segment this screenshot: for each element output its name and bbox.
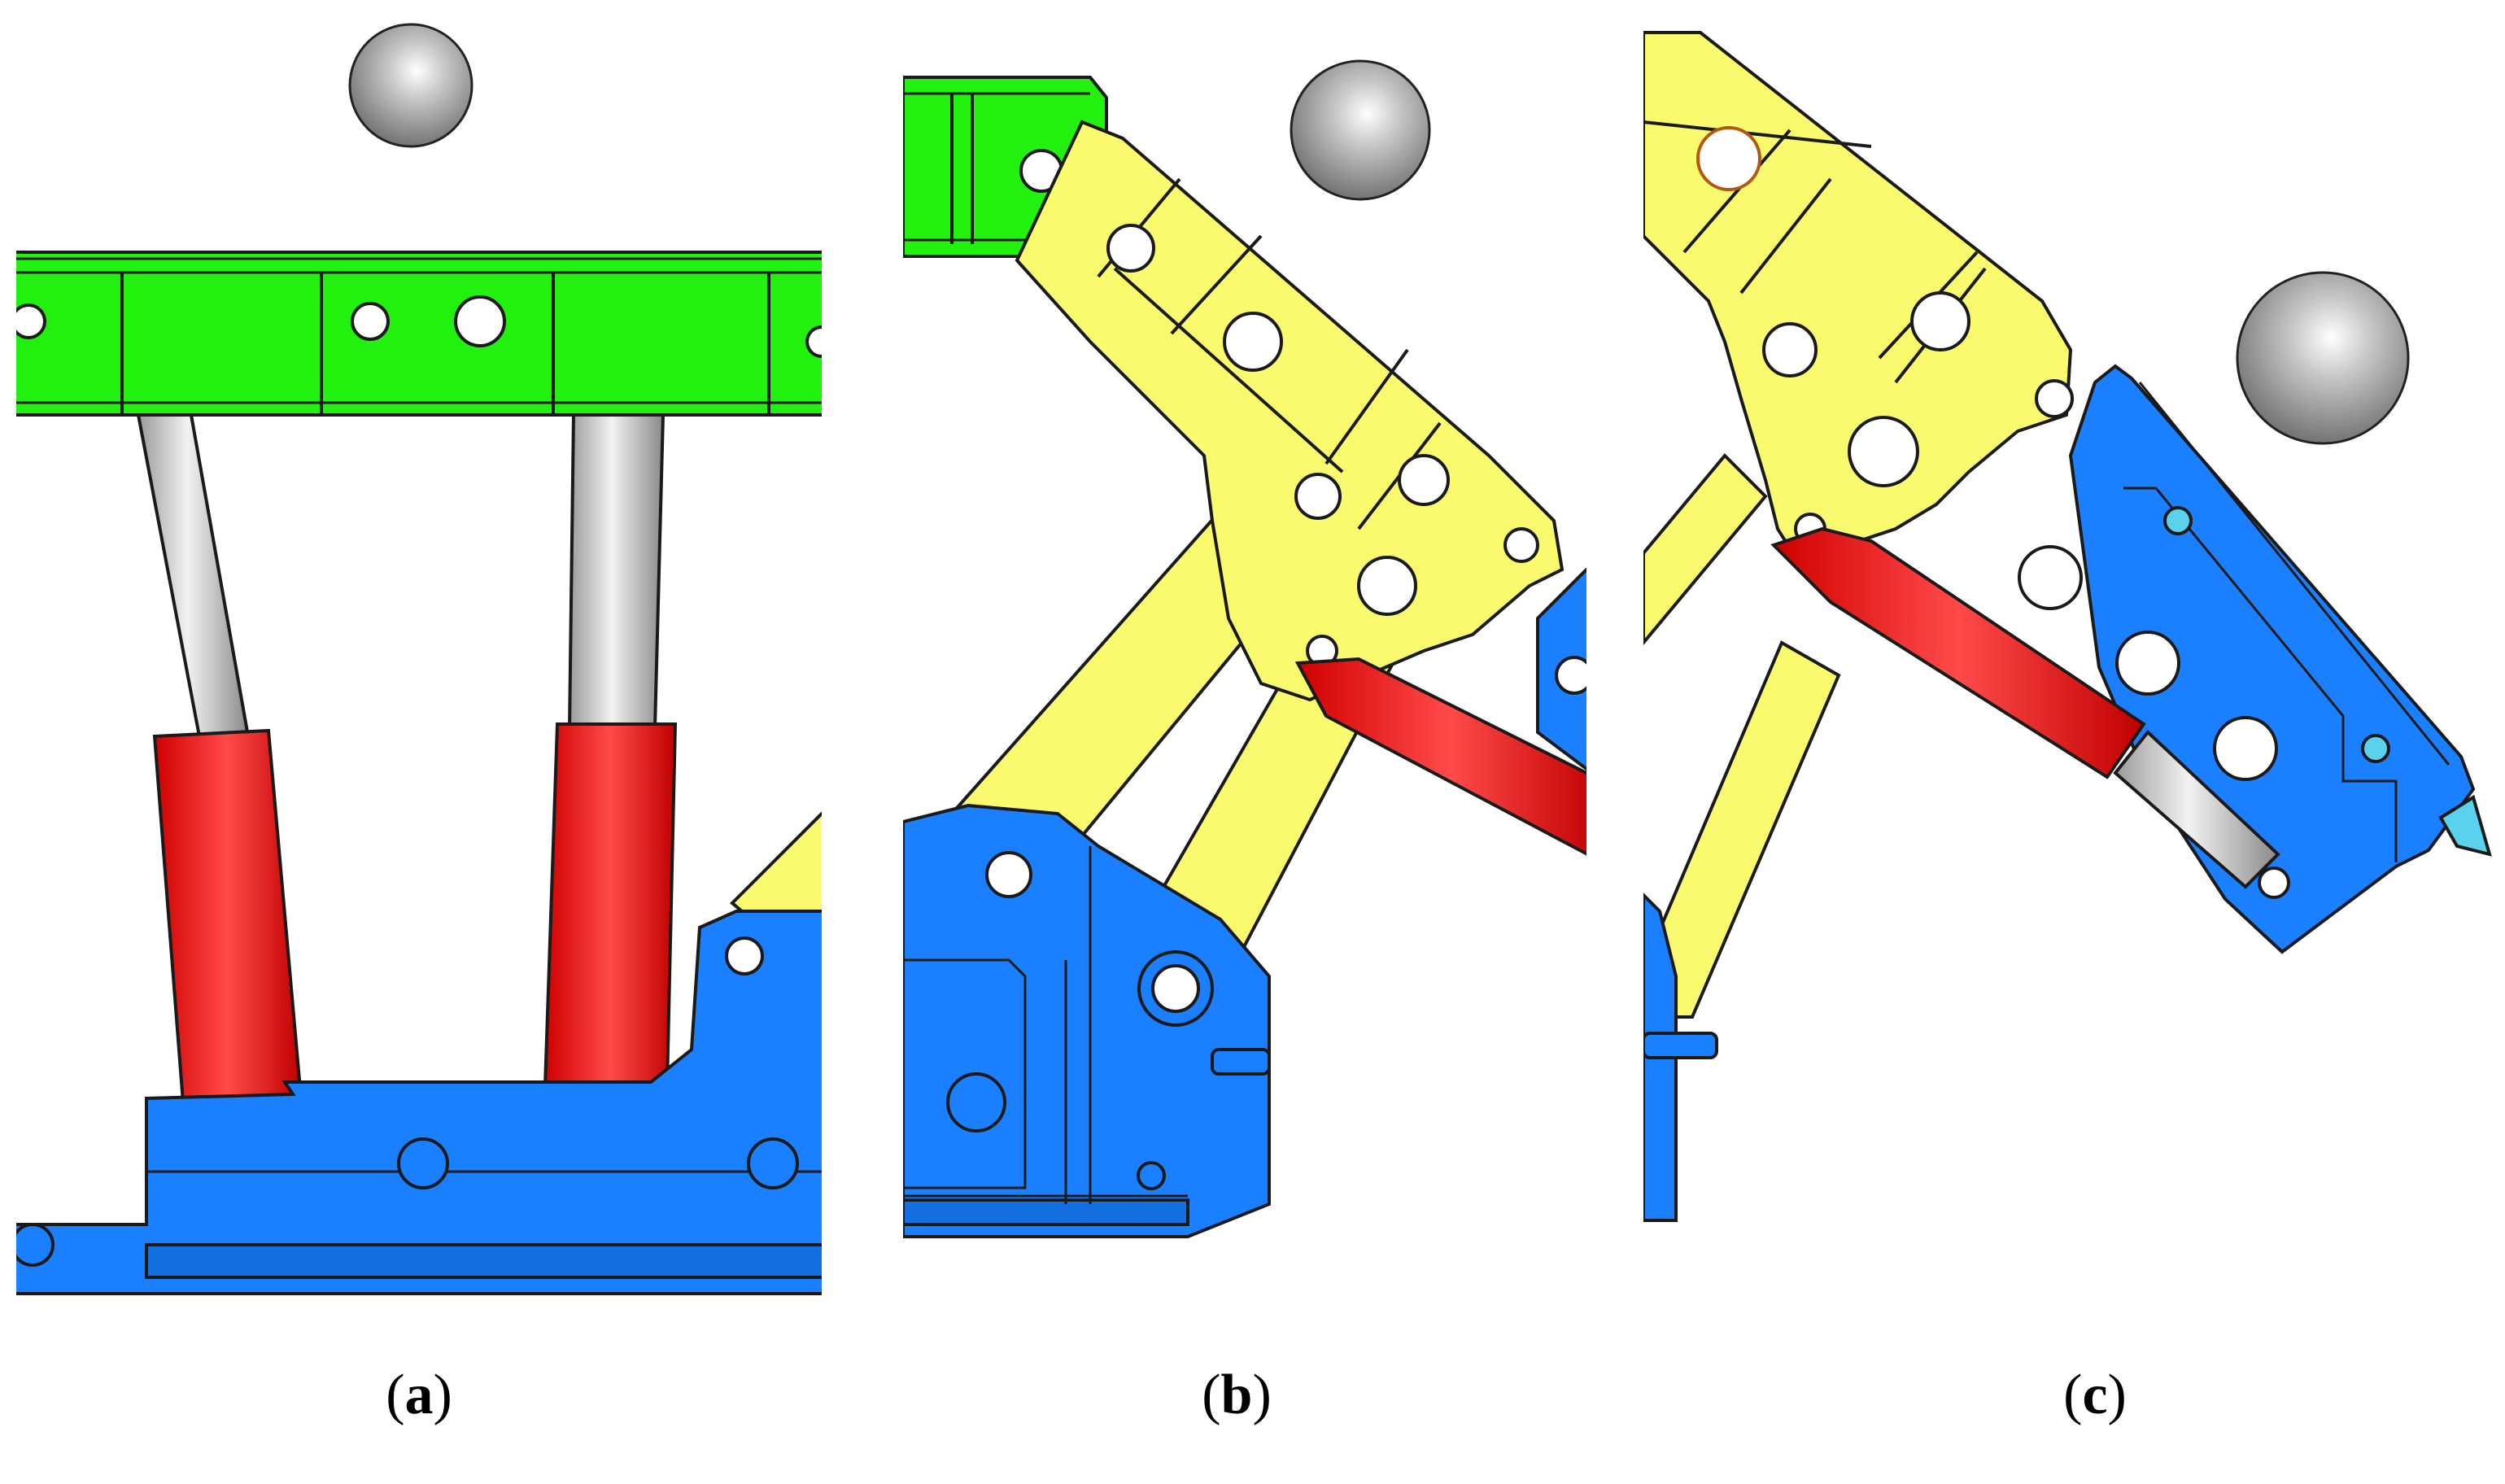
arm-hole: [1398, 454, 1450, 506]
panel-c-drawing: [1643, 31, 2492, 1222]
arm-hole: [1357, 556, 1417, 616]
plate-bolt: [2361, 734, 2390, 763]
base-hole: [16, 1223, 55, 1267]
piston-rod-right: [567, 413, 666, 730]
plate-hole: [2258, 866, 2290, 899]
plate-bolt: [2163, 506, 2193, 535]
yellow-shield-arm: [1015, 120, 1565, 702]
hydraulic-cylinder: [1294, 657, 1586, 856]
base-slot: [145, 1243, 822, 1279]
base-hole: [1137, 1161, 1166, 1190]
caption-c: (c): [1973, 1367, 2217, 1424]
arm-hole: [1848, 416, 1919, 487]
beam-hole: [16, 303, 46, 339]
base-hole: [1151, 964, 1200, 1013]
base-hole: [985, 851, 1032, 898]
base-hole: [946, 1072, 1006, 1133]
plate-tip: [2438, 794, 2492, 857]
gray-ball: [1290, 59, 1431, 201]
caption-a: (a): [297, 1367, 541, 1424]
arm-hole: [1696, 126, 1761, 191]
caption-b: (b): [1115, 1367, 1359, 1424]
beam-hole: [454, 295, 506, 347]
blue-base-frame: [16, 910, 822, 1295]
gray-ball: [348, 23, 474, 148]
piston-rod-left: [136, 413, 251, 738]
yellow-link-left: [1643, 453, 1768, 646]
panel-c: [1627, 0, 2505, 1318]
base-pin: [1211, 1048, 1271, 1076]
hydraulic-cylinder: [1770, 526, 2146, 779]
yellow-link-right: [1643, 640, 1841, 1019]
caption-c-open: (: [2063, 1364, 2083, 1426]
gray-ball: [2236, 271, 2410, 445]
beam-hole: [351, 302, 390, 341]
caption-a-open: (: [386, 1364, 405, 1426]
hydraulic-cylinder-right: [543, 722, 678, 1088]
plate-hole: [2115, 631, 2180, 696]
panel-a-drawing: [16, 23, 822, 1295]
arm-hole: [1910, 291, 1970, 351]
panel-b: [887, 0, 1603, 1318]
caption-b-open: (: [1202, 1364, 1221, 1426]
beam-hole: [805, 325, 822, 358]
caption-b-letter: b: [1220, 1364, 1253, 1426]
arm-hole: [1106, 224, 1155, 273]
blue-base-frame: [903, 803, 1271, 1238]
base-hole: [747, 1137, 799, 1189]
caption-c-letter: c: [2082, 1364, 2108, 1426]
plate-hole: [1555, 656, 1586, 695]
plate-hole: [2018, 545, 2083, 610]
arm-hole: [1503, 527, 1539, 563]
arm-hole: [1294, 473, 1342, 520]
caption-a-letter: a: [404, 1364, 434, 1426]
panel-a: [0, 0, 838, 1318]
green-canopy-beam: [16, 251, 822, 417]
panel-b-drawing: [903, 59, 1586, 1238]
caption-b-close: ): [1252, 1364, 1272, 1426]
hydraulic-cylinder-left: [152, 728, 303, 1105]
arm-hole: [1762, 322, 1818, 378]
caption-a-close: ): [433, 1364, 452, 1426]
piston-rod: [2113, 730, 2280, 889]
base-hole: [725, 936, 764, 976]
base-pin: [1643, 1032, 1718, 1059]
arm-hole: [2035, 379, 2074, 418]
base-hole: [397, 1137, 449, 1189]
caption-c-close: ): [2107, 1364, 2127, 1426]
plate-hole: [2213, 716, 2278, 781]
arm-hole: [1223, 312, 1283, 372]
base-slot: [903, 1198, 1189, 1226]
